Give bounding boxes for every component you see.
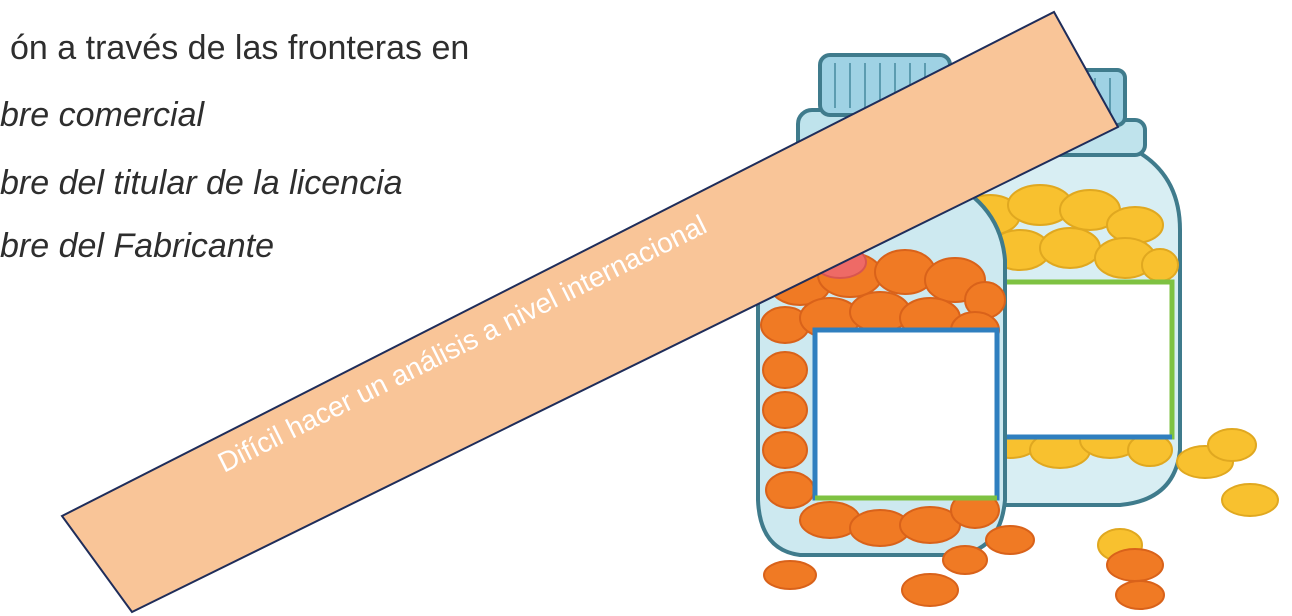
bullet-item-commercial-name: bre comercial (0, 96, 205, 134)
heading-text: ón a través de las fronteras en (10, 29, 470, 67)
bullet-item-license-holder: bre del titular de la licencia (0, 164, 403, 202)
bullet-item-manufacturer: bre del Fabricante (0, 227, 275, 265)
scattered-pills (763, 428, 1279, 610)
